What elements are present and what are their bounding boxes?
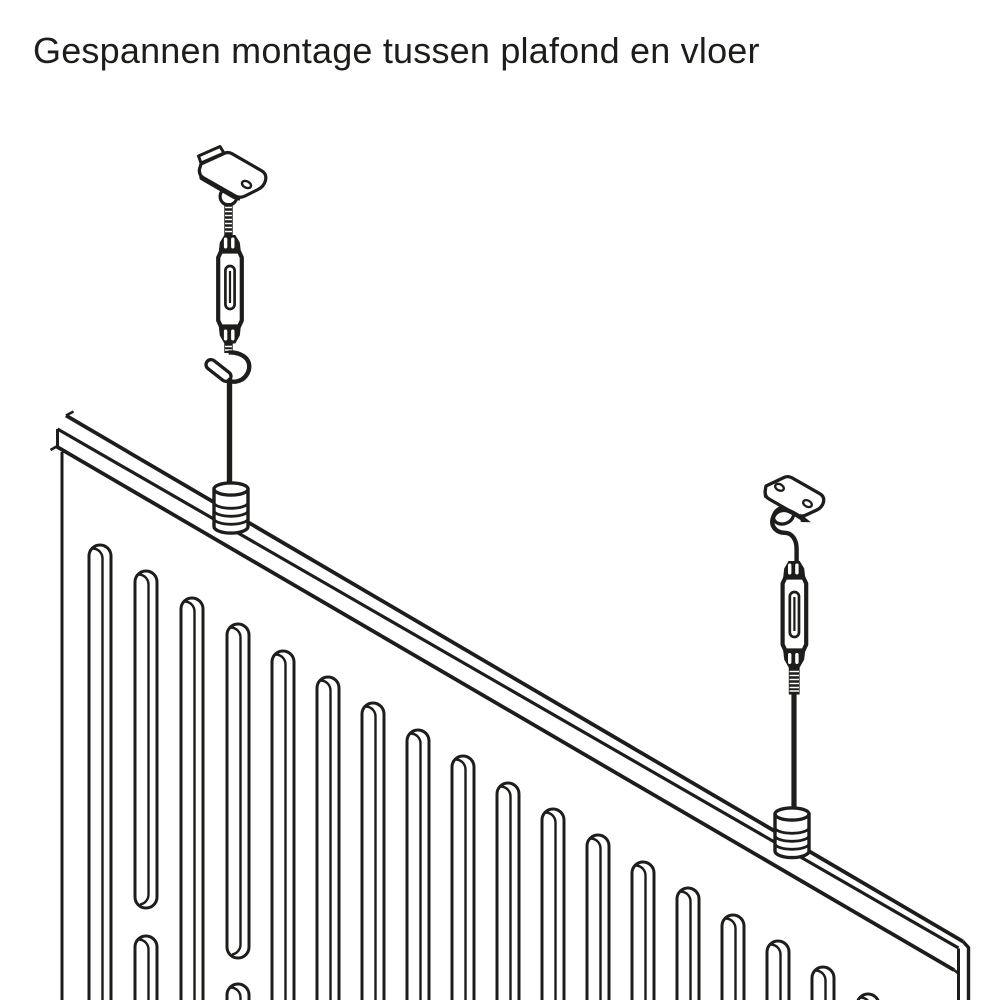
panel-slot [227,624,249,958]
thread-ticks [225,347,232,351]
panel-slot [587,835,609,1000]
rail-right-bottom-tick [954,970,959,974]
panel-slot [636,866,646,1000]
panel-slot [812,967,834,1000]
rail-left-bottom-tick [51,447,57,451]
hanging-assembly-left [199,147,266,534]
cable-tensioner-left [214,483,248,533]
turnbuckle-top-fork [218,235,241,252]
panel-slot [139,940,149,1000]
panel-slot [231,988,241,1000]
panel-slot [722,915,744,1000]
turnbuckle-bottom-fork [783,650,806,668]
panel-slot [93,549,103,1000]
bracket-plate [765,477,824,516]
panel-slot [227,984,249,1000]
screw-hole [802,499,813,509]
panel-slot [816,971,826,1000]
panel-slot [272,651,294,1000]
thread-ticks [225,208,232,232]
panel-slot [501,787,511,1000]
bracket-plate [199,153,266,198]
fork-slot [231,329,235,341]
panel-slot [321,681,331,1000]
turnbuckle-window [225,266,234,309]
panel-slots [89,545,879,1000]
tensioner-top [775,808,809,820]
panel-slot [135,571,157,908]
panel-slot [276,655,286,1000]
bracket-thickness-edge [200,172,240,200]
panel-slot [497,783,519,1000]
rod-stub [224,343,233,353]
screw-hole [241,179,252,189]
rail-front-top-edge [58,429,959,948]
panel-slot [591,839,601,1000]
tensioner-grooves [214,503,248,525]
panel-slot [681,892,691,1000]
tensioner-grooves [775,828,809,850]
turnbuckle-right [783,561,807,695]
fork-slot [788,653,792,664]
fork-slot [223,237,228,249]
rail-top-edge [66,416,963,942]
panel-slot [89,545,111,1000]
rail-front-bottom-edge [57,447,955,971]
hanging-assembly-right [765,477,824,858]
panel-slot [139,575,149,905]
threaded-rod-left-upper [224,203,233,236]
panel-slot [767,941,789,1000]
fork-slot [795,653,799,664]
panel-slot [861,998,871,1000]
hook-right [772,510,804,561]
panel-slot [362,703,384,1000]
turnbuckle-left [218,235,242,353]
rail-back-corner-tick [66,412,74,416]
panel-slot [185,602,195,1000]
tensioner-body [775,814,809,858]
turnbuckle-bottom-fork [218,326,241,344]
fork-slot [795,563,799,575]
fork-slot [231,237,235,249]
turnbuckle-top-fork [783,561,806,578]
tensioner-body [214,489,248,533]
threaded-rod-right [788,667,800,695]
ceiling-mounting-bracket-left [199,147,266,200]
panel-slot [411,734,421,1000]
panel-slot [632,862,654,1000]
panel-slot [771,945,781,1000]
ceiling-mounting-bracket-right [765,477,824,516]
thread-ticks [790,672,800,692]
tensioner-top [214,483,248,495]
rail-right-endcap-outer [963,942,969,1000]
panel-slot [857,994,879,1000]
turnbuckle-window [790,592,799,637]
fork-slot [223,329,228,341]
panel-slot [135,936,157,1000]
panel-slot [726,919,736,1000]
panel-slot [546,813,556,1000]
cable-tensioner-right [775,808,809,858]
page-title: Gespannen montage tussen plafond en vloe… [33,30,760,71]
s-hook-left [227,352,249,381]
panel-slot [366,707,376,1000]
panel-slot [317,677,339,1000]
panel-slot [542,809,564,1000]
panel-slot [456,760,466,1000]
fork-slot [788,563,792,575]
panel-slot [677,888,699,1000]
panel-slot [231,628,241,955]
hook-tip [800,513,811,523]
screw-hole [774,482,785,492]
panel-slot [181,598,203,1000]
panel-slot [407,730,429,1000]
panel-slot [452,756,474,1000]
